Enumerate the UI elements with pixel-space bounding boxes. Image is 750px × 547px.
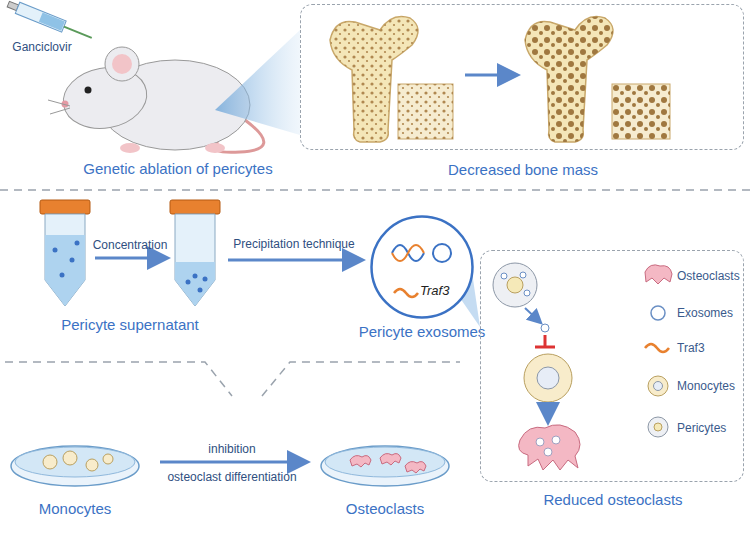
text-label: Pericyte supernatant <box>61 316 199 333</box>
text-label: Genetic ablation of pericytes <box>83 160 272 177</box>
circle-outline <box>370 215 474 319</box>
text-label: inhibition <box>208 442 255 456</box>
node-heading: Reduced osteoclasts <box>543 491 682 508</box>
zoom-panel: Decreased bone mass <box>300 4 744 150</box>
mechanism-panel: Reduced osteoclastsOsteoclastsExosomesTr… <box>480 250 744 482</box>
gene-label: Traf3 <box>420 283 449 298</box>
text-label: Osteoclasts <box>346 500 424 517</box>
text-label: Monocytes <box>39 500 112 517</box>
legend-text: Monocytes <box>677 379 735 393</box>
node-heading: Pericyte exosomes <box>359 323 486 340</box>
text-label: Concentration <box>93 238 168 252</box>
exosome-circle: Pericyte exosomesTraf3 <box>370 215 474 319</box>
legend-text: Traf3 <box>677 341 705 355</box>
legend-text: Exosomes <box>677 306 733 320</box>
text-label: Precipitation technique <box>233 237 354 251</box>
node-heading: Decreased bone mass <box>448 161 598 178</box>
text-label: Ganciclovir <box>12 40 71 54</box>
text-label: osteoclast differentiation <box>167 470 296 484</box>
legend-text: Pericytes <box>677 421 726 435</box>
legend-text: Osteoclasts <box>677 269 740 283</box>
